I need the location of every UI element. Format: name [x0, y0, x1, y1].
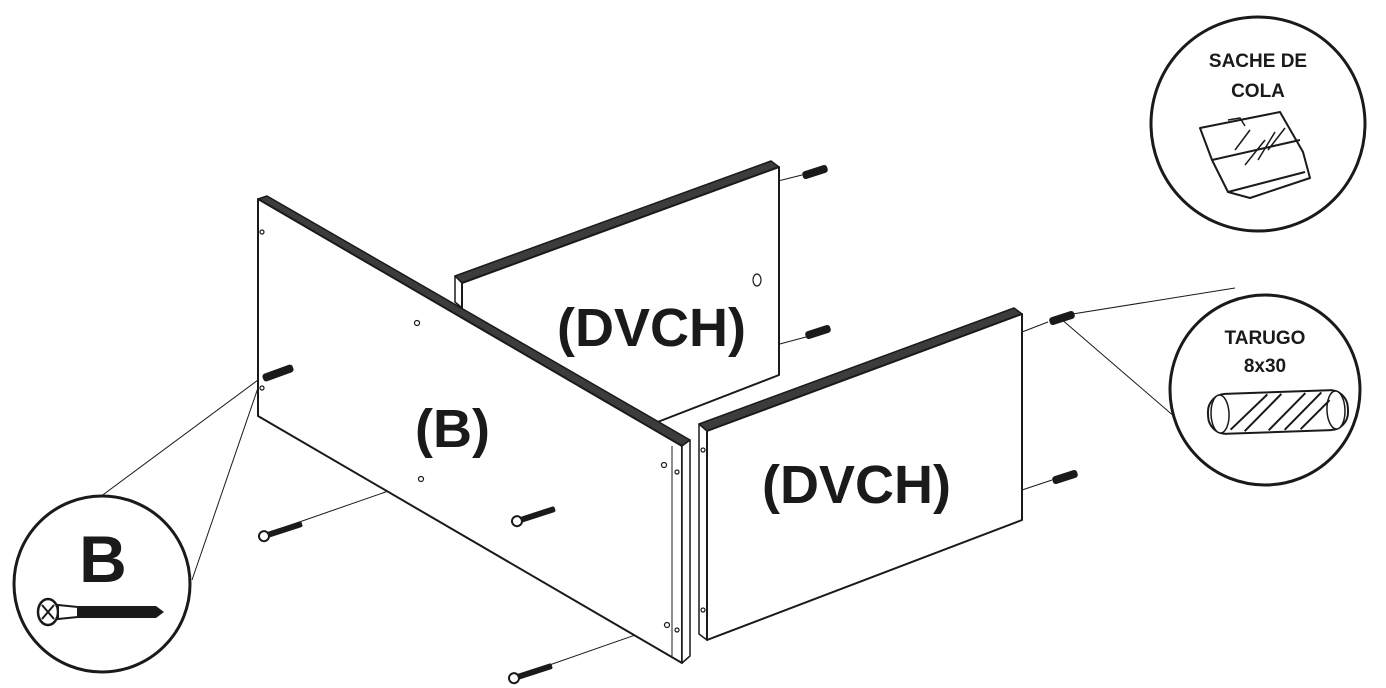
screw-callout: B: [12, 494, 192, 674]
back-side-panel: (DVCH): [454, 160, 780, 424]
dowel-icon: [262, 364, 294, 382]
dowel-callout-title-line1: TARUGO: [1225, 328, 1306, 349]
glue-sachet-icon: [1199, 111, 1311, 199]
front-side-panel: (DVCH): [698, 307, 1023, 641]
dowel-icon: [1206, 389, 1350, 435]
dowel-icon: [1052, 469, 1078, 485]
dowel-callout-title-line2: 8x30: [1244, 356, 1286, 377]
dowel-icon: [802, 164, 828, 180]
back-panel-label: (DVCH): [557, 298, 746, 358]
dowel-icon: [1049, 310, 1075, 326]
cam-hole-icon: [752, 273, 762, 287]
dowel-callout: TARUGO 8x30: [1168, 293, 1362, 487]
front-panel-b: (B): [257, 195, 691, 664]
screw-icon: [36, 597, 164, 627]
glue-callout: SACHE DE COLA: [1149, 15, 1367, 233]
dowel-icon: [805, 324, 831, 340]
side-panel-label: (DVCH): [762, 455, 951, 515]
glue-callout-title-line2: COLA: [1231, 81, 1285, 102]
glue-callout-title-line1: SACHE DE: [1209, 51, 1307, 72]
screw-icon: [257, 521, 303, 543]
screw-callout-letter: B: [79, 522, 127, 596]
screws: [257, 506, 556, 685]
screw-icon: [510, 506, 556, 528]
front-panel-label: (B): [415, 399, 490, 459]
dowels: [262, 164, 1078, 485]
screw-icon: [507, 663, 553, 685]
